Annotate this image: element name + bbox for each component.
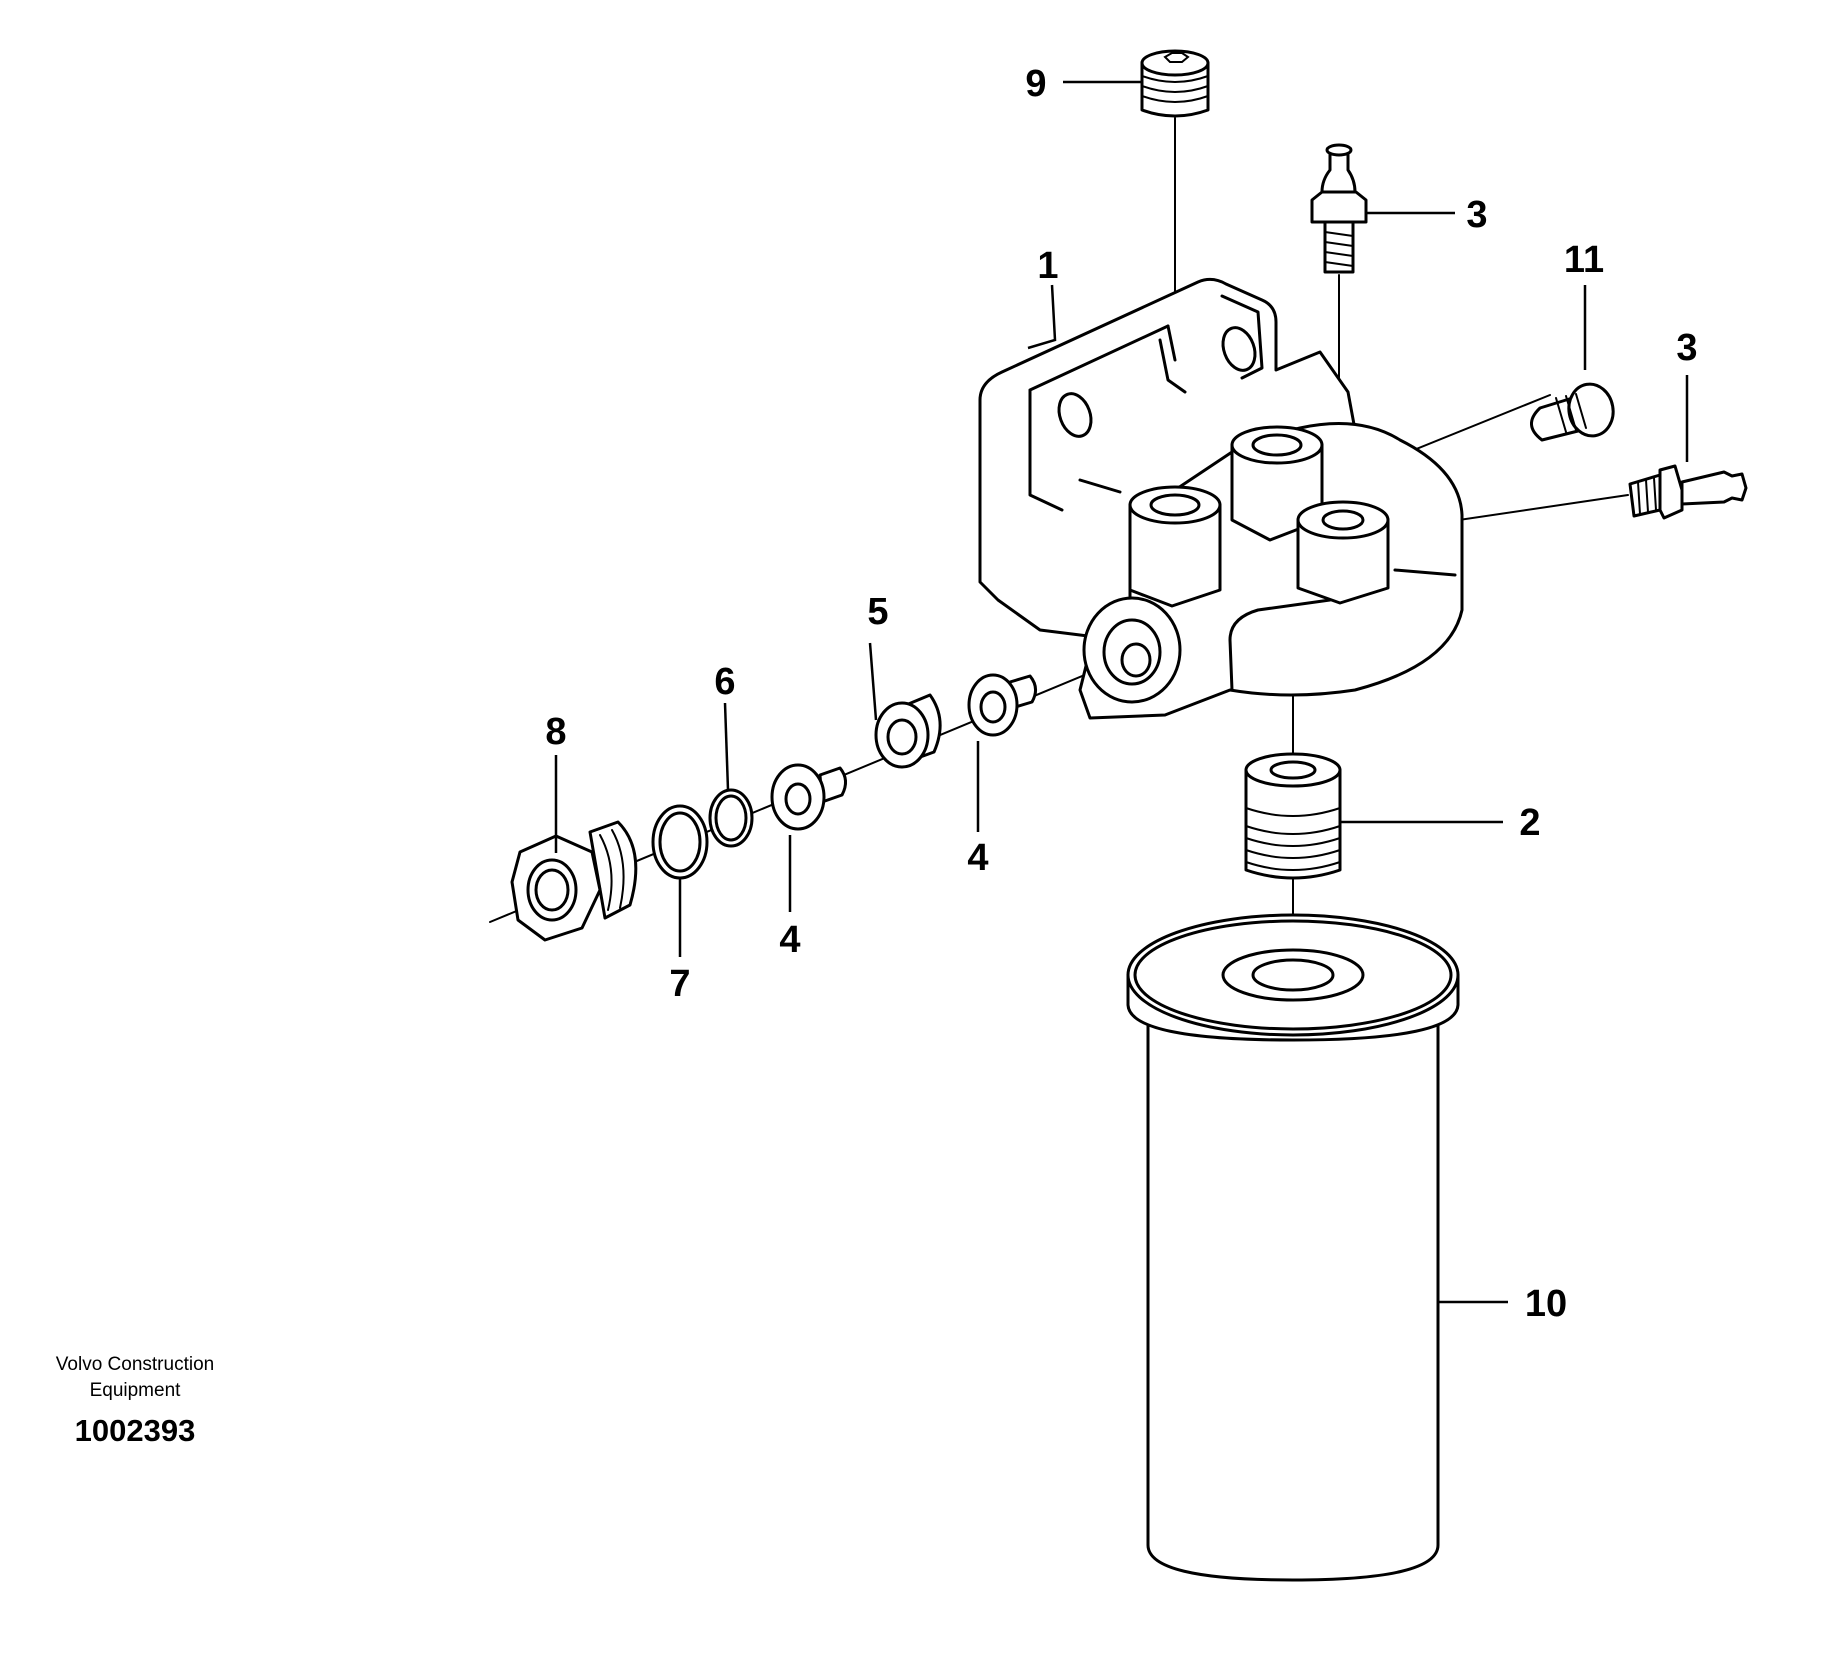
document-number: 1002393 [75,1413,196,1448]
credit-line-1: Volvo Construction [56,1354,214,1375]
callout-6: 6 [714,661,735,703]
callout-10: 10 [1525,1283,1567,1325]
callout-3-right: 3 [1676,327,1697,369]
leader-lines [554,80,1689,1304]
credit-block: Volvo Construction Equipment 1002393 [56,1354,214,1448]
callout-7: 7 [669,963,690,1005]
o-ring-6 [708,788,754,848]
callout-8: 8 [545,711,566,753]
valve-4-right [967,673,1037,737]
o-ring-7 [651,804,709,880]
filter-head-body [1078,422,1464,720]
callout-5: 5 [867,591,888,633]
callout-1: 1 [1037,245,1058,287]
plug-11 [1530,382,1615,442]
nipple-2 [1244,752,1342,880]
sleeve-5 [874,693,942,769]
hose-nipple-3-top [1310,143,1368,274]
callout-11: 11 [1564,239,1604,281]
filter-cartridge-10 [1126,913,1460,1582]
callout-4-left: 4 [779,919,800,961]
valve-4-left [770,763,847,831]
callout-2: 2 [1519,802,1540,844]
plug-9 [1140,49,1210,118]
callout-4-right: 4 [967,837,988,879]
hose-nipple-3-right [1628,464,1748,520]
credit-line-2: Equipment [90,1380,182,1401]
callout-9: 9 [1025,63,1046,105]
callout-3-top: 3 [1466,194,1487,236]
callout-numbers: 1 2 3 3 4 4 5 6 7 8 9 10 11 [545,63,1697,1325]
adapter-8 [510,820,638,942]
